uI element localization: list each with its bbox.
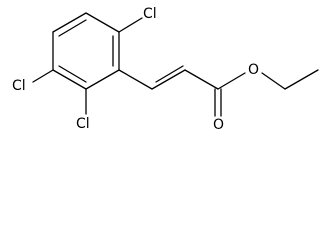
atom-label-o-carbonyl: O xyxy=(213,117,224,133)
bond-carbonyl-to-oxygen xyxy=(217,72,246,90)
ring-double-bond-inner-top xyxy=(58,19,87,37)
benzene-ring xyxy=(52,12,120,90)
bond-ethyl xyxy=(284,69,319,90)
bond-oxygen-to-ethyl xyxy=(261,72,286,90)
bond-ring-to-vinyl xyxy=(118,69,153,90)
atom-label-cl-bottom: Cl xyxy=(76,116,90,132)
ring-bond-c4-c5 xyxy=(52,69,87,90)
bond-to-cl-left xyxy=(32,69,54,83)
bond-vinyl-double xyxy=(151,69,186,90)
atom-label-cl-left: Cl xyxy=(12,78,26,94)
ring-double-bond-inner-bottom xyxy=(58,65,87,83)
atom-label-cl-top: Cl xyxy=(143,6,157,22)
ring-bond-c6-c1 xyxy=(52,12,87,33)
bond-to-cl-top xyxy=(118,17,143,33)
atom-label-o-ether: O xyxy=(248,62,259,78)
bond-vinyl-to-carbonyl xyxy=(184,69,219,90)
molecule-structure-diagram: Cl Cl Cl O O xyxy=(12,6,319,133)
ring-bond-c3-c4 xyxy=(85,69,120,90)
bond-vinyl-double-inner xyxy=(155,65,184,83)
ring-bond-c1-c2 xyxy=(85,12,120,33)
